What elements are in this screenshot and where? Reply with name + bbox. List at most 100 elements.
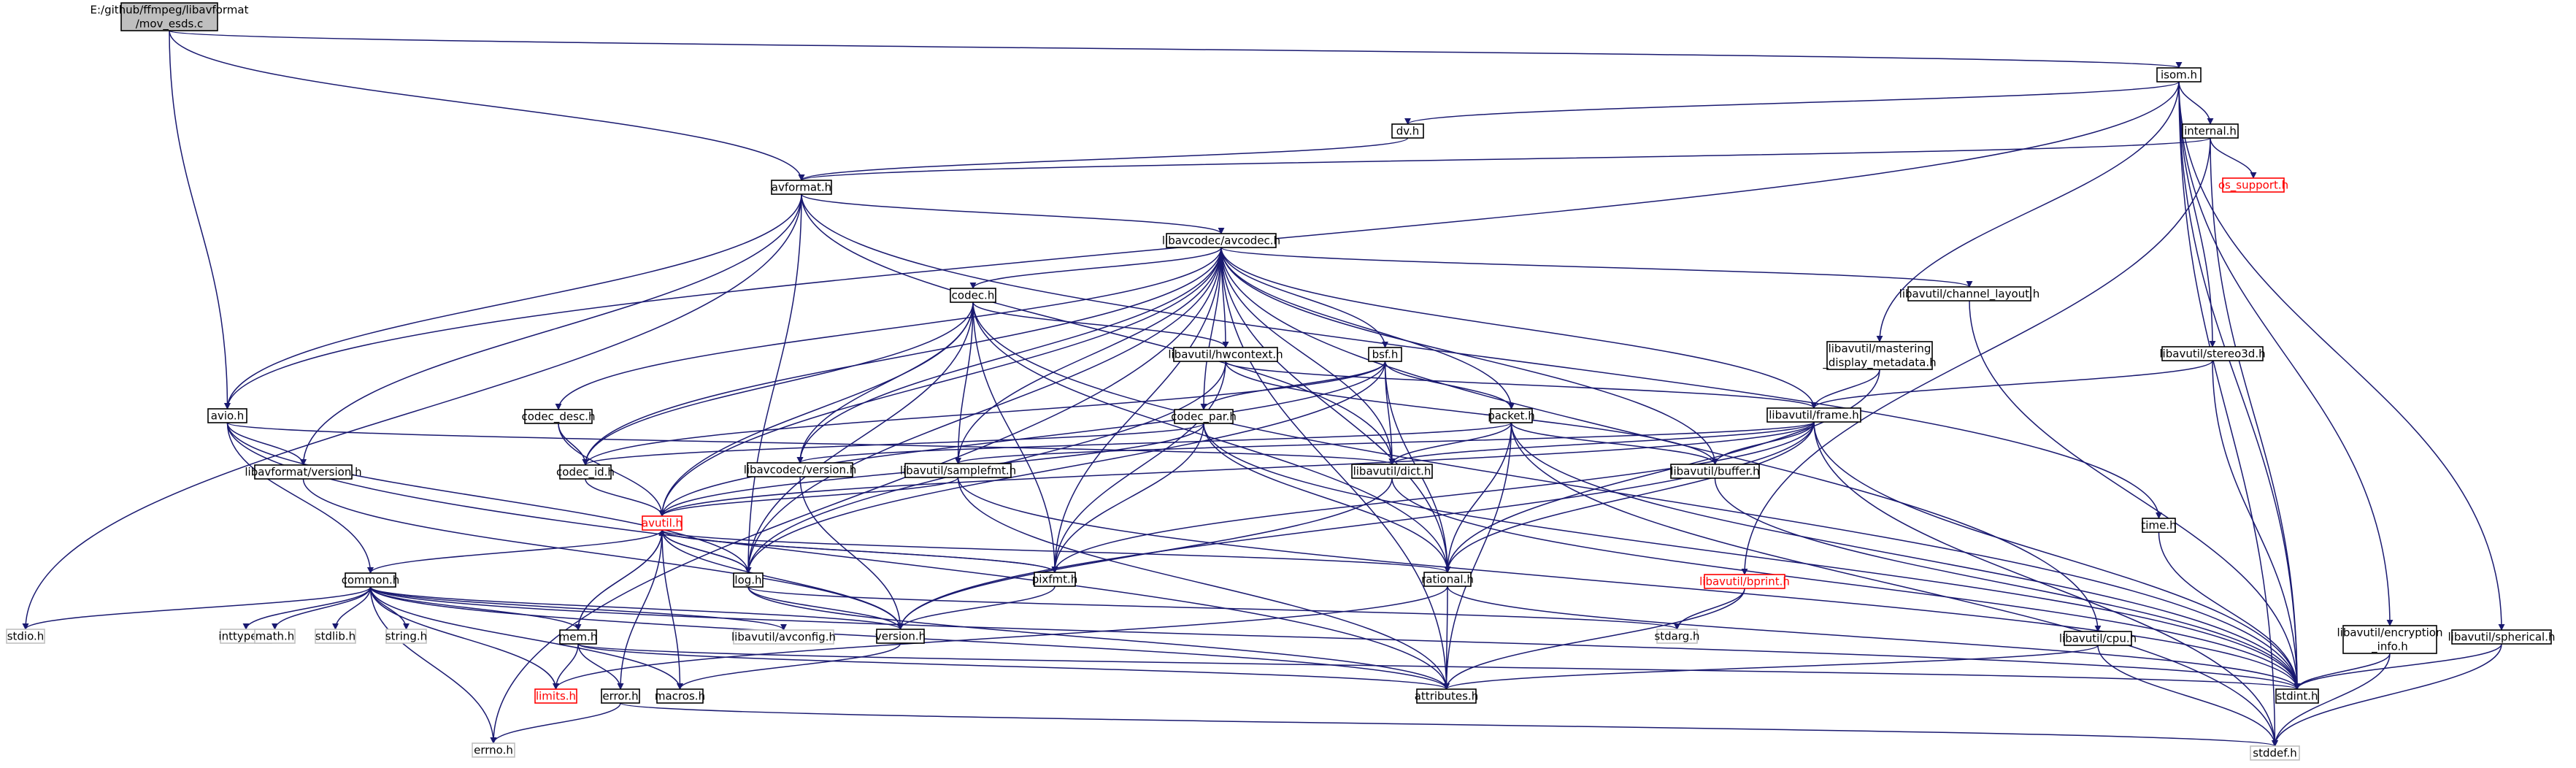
node-internal-h[interactable]: internal.h bbox=[2182, 123, 2239, 139]
node-label: codec_par.h bbox=[1171, 410, 1237, 424]
node-avconfig-h[interactable]: libavutil/avconfig.h bbox=[731, 629, 836, 645]
edge-frame_h-to-buffer_h bbox=[1712, 421, 1815, 465]
node-lavf-version-h[interactable]: libavformat/version.h bbox=[245, 464, 362, 480]
node-buffer-h[interactable]: libavutil/buffer.h bbox=[1670, 464, 1760, 479]
node-label: rational.h bbox=[1421, 573, 1474, 586]
node-mem-h[interactable]: mem.h bbox=[559, 629, 598, 645]
edge-avcodec_h-to-log_h bbox=[745, 247, 1222, 574]
edge-avcodec_h-to-attributes_h bbox=[1220, 247, 1450, 690]
edge-samplefmt_h-to-attributes_h bbox=[957, 477, 1450, 690]
node-packet-h[interactable]: packet.h bbox=[1488, 408, 1535, 423]
node-rational-h[interactable]: rational.h bbox=[1421, 572, 1474, 587]
edge-avformat_h-to-stdio_h bbox=[22, 193, 802, 630]
node-avformat-h[interactable]: avformat.h bbox=[771, 180, 832, 195]
node-dict-h[interactable]: libavutil/dict.h bbox=[1351, 464, 1433, 479]
node-limits-h[interactable]: limits.h bbox=[534, 688, 577, 704]
edge-dv_h-to-avformat_h bbox=[798, 137, 1409, 181]
node-frame-h[interactable]: libavutil/frame.h bbox=[1766, 407, 1861, 423]
edge-avio_h-to-lavf_version_h bbox=[226, 422, 307, 466]
node-channel-layout-h[interactable]: libavutil/channel_layout.h bbox=[1899, 286, 2040, 302]
edge-bsf_h-to-packet_h bbox=[1384, 361, 1515, 410]
node-attributes-h[interactable]: attributes.h bbox=[1415, 688, 1479, 704]
node-pixfmt-h[interactable]: pixfmt.h bbox=[1032, 572, 1078, 587]
node-isom-h[interactable]: isom.h bbox=[2156, 67, 2202, 82]
node-box bbox=[771, 180, 832, 195]
node-codec-desc-h[interactable]: codec_desc.h bbox=[521, 409, 596, 424]
node-cpu-h[interactable]: libavutil/cpu.h bbox=[2059, 631, 2137, 646]
node-os-support-h[interactable]: os_support.h bbox=[2218, 177, 2288, 193]
node-label: packet.h bbox=[1488, 410, 1535, 423]
node-samplefmt-h[interactable]: libavutil/samplefmt.h bbox=[900, 463, 1016, 478]
node-stdint-h[interactable]: stdint.h bbox=[2275, 688, 2319, 704]
node-errno-h[interactable]: errno.h bbox=[472, 742, 515, 758]
edge-frame_h-to-samplefmt_h bbox=[955, 421, 1815, 464]
node-avio-h[interactable]: avio.h bbox=[207, 408, 247, 423]
edge-log_h-to-version_h bbox=[747, 586, 904, 630]
edge-avcodec_h-to-pixfmt_h bbox=[1051, 247, 1222, 573]
edge-root-to-avformat_h bbox=[169, 30, 805, 181]
node-mastering-h[interactable]: libavutil/mastering_display_metadata.h bbox=[1822, 341, 1937, 370]
node-label: libavutil/frame.h bbox=[1769, 409, 1858, 422]
node-box bbox=[254, 629, 296, 644]
edge-rational_h-to-limits_h bbox=[553, 585, 1448, 690]
edge-mem_h-to-limits_h bbox=[553, 643, 579, 690]
node-box bbox=[524, 409, 593, 424]
node-avcodec-h[interactable]: libavcodec/avcodec.h bbox=[1162, 233, 1280, 248]
node-string-h[interactable]: string.h bbox=[385, 629, 427, 644]
node-box bbox=[559, 464, 612, 480]
node-macros-h[interactable]: macros.h bbox=[655, 688, 705, 704]
node-spherical-h[interactable]: libavutil/spherical.h bbox=[2448, 629, 2556, 645]
node-box bbox=[385, 629, 427, 644]
node-box bbox=[1416, 688, 1477, 704]
node-avutil-h[interactable]: avutil.h bbox=[642, 515, 683, 531]
node-label: stdarg.h bbox=[1654, 630, 1699, 643]
node-time-h[interactable]: time.h bbox=[2141, 518, 2177, 533]
node-bprint-h[interactable]: libavutil/bprint.h bbox=[1699, 574, 1790, 589]
edge-avcodec_h-to-samplefmt_h bbox=[955, 247, 1222, 464]
edge-packet_h-to-rational_h bbox=[1444, 422, 1512, 573]
node-stdarg-h[interactable]: stdarg.h bbox=[1654, 629, 1700, 644]
edge-spherical_h-to-stddef_h bbox=[2272, 643, 2502, 747]
node-codec-par-h[interactable]: codec_par.h bbox=[1171, 409, 1237, 424]
node-hwcontext-h[interactable]: libavutil/hwcontext.h bbox=[1168, 347, 1283, 362]
edge-codec_par_h-to-pixfmt_h bbox=[1051, 423, 1204, 573]
node-label: dv.h bbox=[1396, 125, 1420, 138]
node-common-h[interactable]: common.h bbox=[342, 572, 400, 588]
node-bsf-h[interactable]: bsf.h bbox=[1368, 347, 1402, 362]
edge-internal_h-to-avformat_h bbox=[799, 137, 2211, 181]
edge-samplefmt_h-to-avutil_h bbox=[658, 477, 959, 517]
node-codec-h[interactable]: codec.h bbox=[950, 288, 996, 303]
node-dv-h[interactable]: dv.h bbox=[1391, 123, 1424, 139]
node-math-h[interactable]: math.h bbox=[254, 629, 296, 644]
node-label: codec.h bbox=[952, 289, 995, 302]
node-box bbox=[559, 629, 597, 645]
node-label: libavutil/spherical.h bbox=[2448, 631, 2556, 644]
edge-avcodec_h-to-rational_h bbox=[1220, 247, 1451, 573]
edge-codec_h-to-lavc_version_h bbox=[796, 302, 974, 464]
edge-channel_layout_h-to-stdint_h bbox=[1969, 300, 2301, 690]
node-stddef-h[interactable]: stddef.h bbox=[2250, 745, 2300, 761]
node-stereo3d-h[interactable]: libavutil/stereo3d.h bbox=[2159, 346, 2266, 361]
node-encryption-h[interactable]: libavutil/encryption_info.h bbox=[2337, 625, 2443, 654]
node-version-h[interactable]: version.h bbox=[875, 629, 926, 644]
edge-isom_h-to-internal_h bbox=[2178, 81, 2214, 125]
node-error-h[interactable]: error.h bbox=[601, 688, 640, 704]
node-box bbox=[1704, 574, 1785, 589]
node-box bbox=[2156, 67, 2202, 82]
node-box bbox=[315, 629, 356, 644]
edge-avio_h-to-log_h bbox=[226, 422, 752, 574]
edge-avio_h-to-common_h bbox=[226, 422, 374, 574]
node-stdio-h[interactable]: stdio.h bbox=[6, 629, 45, 644]
node-label: E:/github/ffmpeg/libavformat bbox=[91, 4, 249, 17]
edge-codec_par_h-to-rational_h bbox=[1203, 423, 1451, 573]
node-label: libavutil/buffer.h bbox=[1670, 465, 1759, 478]
edge-avutil_h-to-rational_h bbox=[661, 529, 1451, 573]
edge-mem_h-to-error_h bbox=[577, 643, 624, 690]
node-box bbox=[472, 742, 515, 758]
node-stdlib-h[interactable]: stdlib.h bbox=[315, 629, 356, 644]
edge-frame_h-to-dict_h bbox=[1388, 421, 1815, 465]
node-lavc-version-h[interactable]: libavcodec/version.h bbox=[744, 462, 857, 477]
node-codec-id-h[interactable]: codec_id.h bbox=[556, 464, 615, 480]
node-log-h[interactable]: log.h bbox=[733, 572, 764, 588]
node-root[interactable]: E:/github/ffmpeg/libavformat/mov_esds.c bbox=[91, 2, 249, 31]
